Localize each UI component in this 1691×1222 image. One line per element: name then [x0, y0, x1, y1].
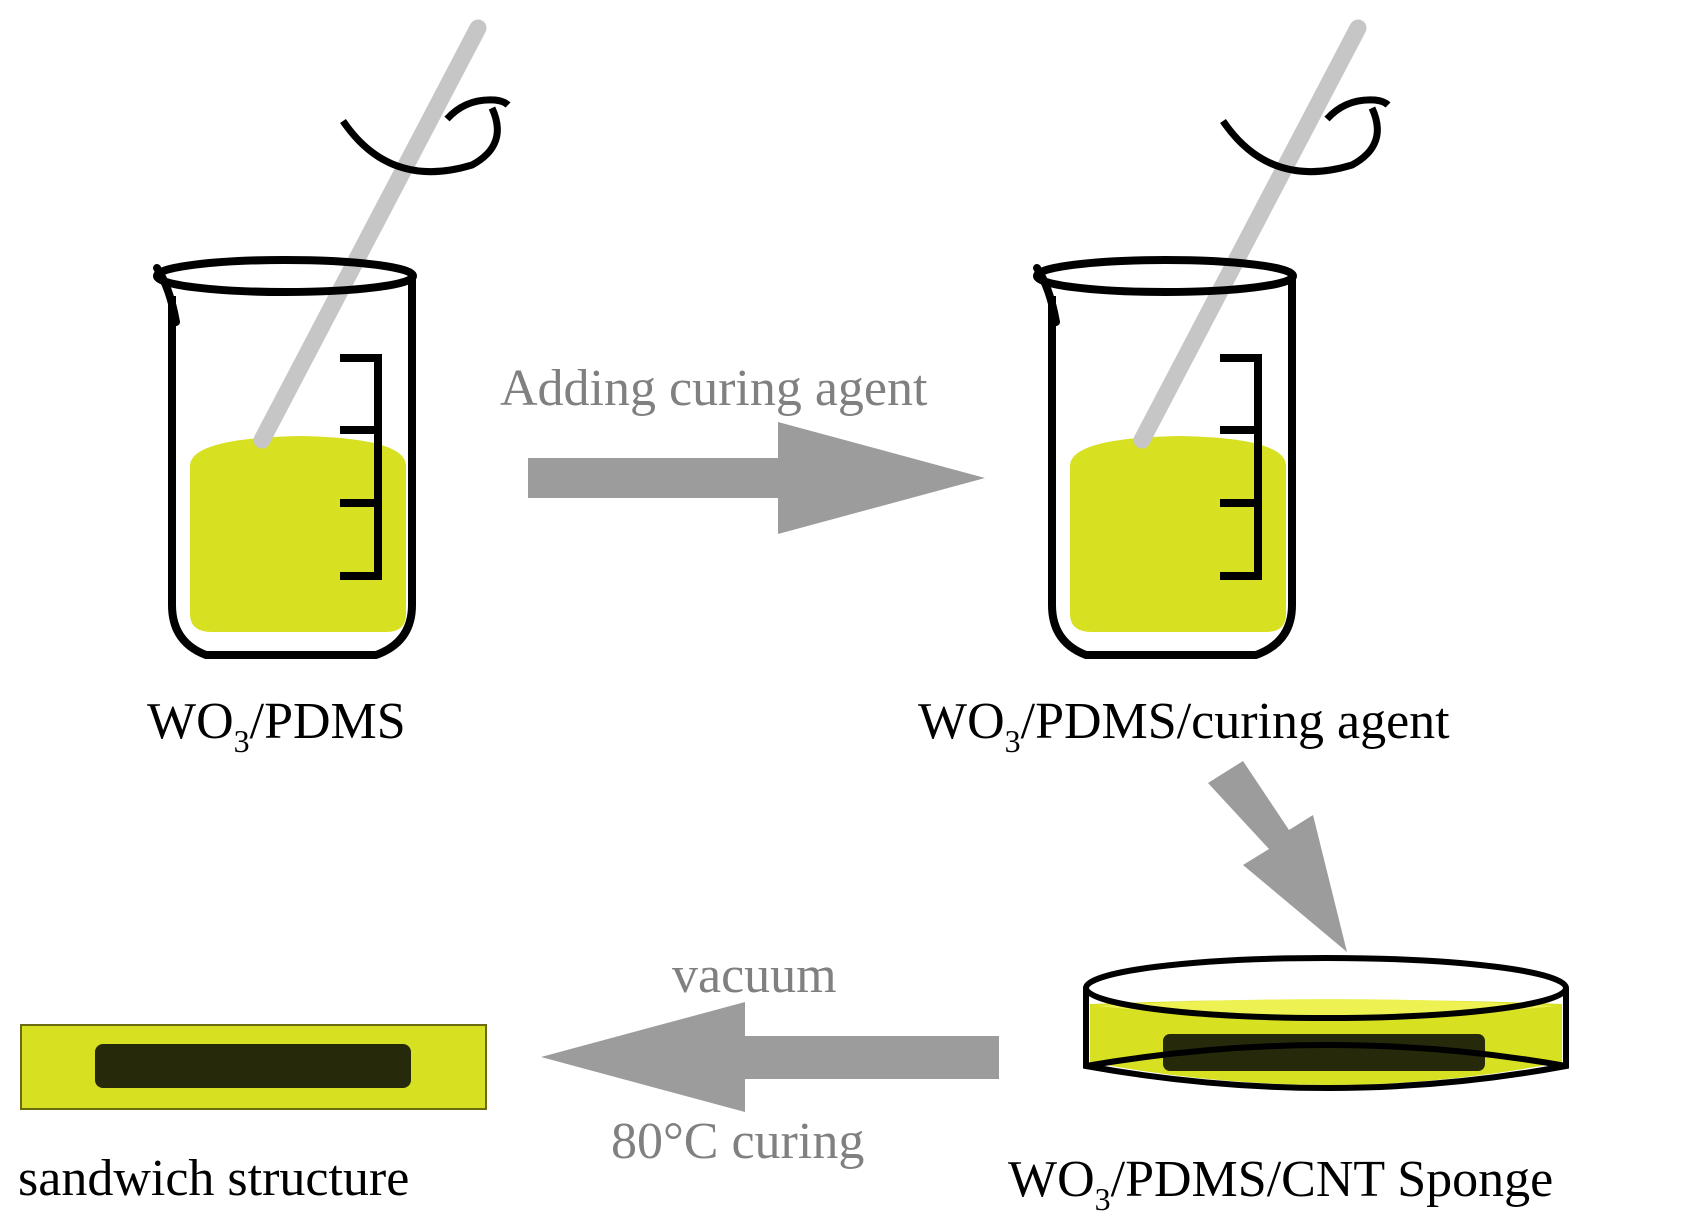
- beaker-liquid: [190, 436, 406, 632]
- dish-rim: [1083, 955, 1569, 1021]
- beaker-2: [1033, 19, 1391, 659]
- arrow-3-top-label: vacuum: [672, 947, 837, 1004]
- sandwich-label: sandwich structure: [18, 1150, 409, 1207]
- beaker-1: [153, 19, 511, 659]
- beaker-icon: [1048, 276, 1296, 659]
- beaker-2-label: WO3/PDMS/curing agent: [918, 693, 1450, 759]
- arrow-adding-curing-agent: Adding curing agent: [500, 360, 985, 534]
- stirring-rod-icon: [253, 19, 487, 449]
- sandwich-sponge-core: [95, 1044, 411, 1088]
- beaker-icon: [168, 276, 416, 659]
- beaker-spout: [153, 264, 180, 326]
- rotation-arrow-head: [1324, 96, 1391, 122]
- cnt-sponge: [1163, 1034, 1485, 1071]
- petri-dish: [1083, 955, 1569, 1091]
- rotation-arrow-head: [444, 96, 511, 122]
- beaker-spout: [1033, 264, 1060, 326]
- left-arrow-icon: [541, 1002, 999, 1112]
- petri-dish-icon: [1083, 988, 1569, 1091]
- arrow-1-label: Adding curing agent: [500, 360, 928, 417]
- rotation-arrow-icon: [340, 106, 501, 176]
- sandwich-structure-icon: [20, 1024, 487, 1110]
- graduation-marks: [340, 354, 382, 580]
- graduation-marks: [1220, 354, 1262, 580]
- stirring-rod-icon: [1133, 19, 1367, 449]
- right-arrow-icon: [528, 422, 985, 534]
- arrow-vacuum-curing: vacuum 80°C curing: [541, 947, 999, 1170]
- arrow-3-bottom-label: 80°C curing: [611, 1113, 864, 1170]
- diagonal-arrow-icon: [1208, 761, 1347, 952]
- dish-bottom-edge: [1085, 1042, 1567, 1069]
- beaker-liquid: [1070, 436, 1286, 632]
- beaker-rim: [153, 256, 417, 296]
- dish-label: WO3/PDMS/CNT Sponge: [1008, 1151, 1553, 1217]
- beaker-1-label: WO3/PDMS: [147, 693, 406, 759]
- beaker-rim: [1033, 256, 1297, 296]
- rotation-arrow-icon: [1220, 106, 1381, 176]
